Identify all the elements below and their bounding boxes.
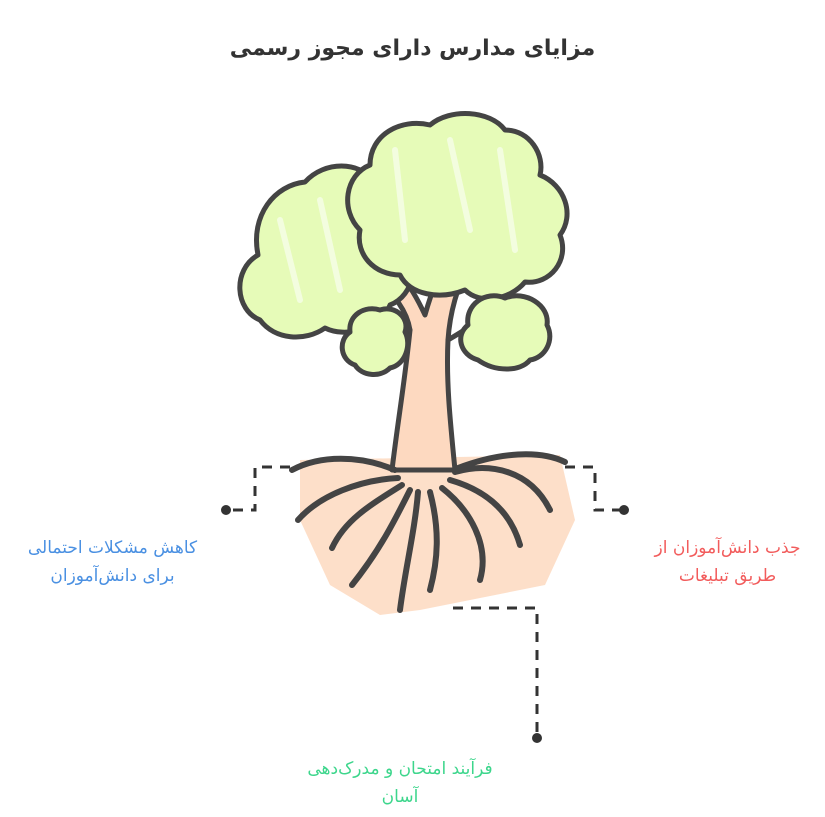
connectors: [228, 465, 622, 738]
tree-foliage: [237, 111, 570, 377]
connector-right-dot: [619, 505, 629, 515]
foliage-top-cloud: [345, 111, 570, 302]
benefit-bottom-line2: آسان: [381, 787, 419, 807]
tree-roots: [289, 451, 568, 613]
benefit-right-label: جذب دانش‌آموزان از طریق تبلیغات: [630, 534, 825, 590]
connector-right: [565, 465, 622, 512]
benefit-right-line2: طریق تبلیغات: [678, 566, 777, 586]
diagram-title: مزایای مدارس دارای مجوز رسمی: [229, 36, 596, 61]
connector-left: [228, 465, 290, 512]
benefit-bottom-label: فرآیند امتحان و مدرک‌دهی آسان: [250, 755, 550, 811]
foliage-hatching: [277, 137, 518, 303]
connector-bottom-dot: [532, 733, 542, 743]
benefit-bottom-line1: فرآیند امتحان و مدرک‌دهی: [307, 759, 493, 779]
benefit-left-label: کاهش مشکلات احتمالی برای دانش‌آموزان: [0, 534, 225, 590]
foliage-small-right-cloud: [458, 293, 553, 372]
connector-dots: [221, 505, 629, 743]
connector-bottom: [453, 606, 539, 738]
connector-left-dot: [221, 505, 231, 515]
benefit-right-line1: جذب دانش‌آموزان از: [654, 538, 801, 558]
benefit-left-line1: کاهش مشکلات احتمالی: [27, 538, 198, 558]
benefit-left-line2: برای دانش‌آموزان: [50, 566, 175, 586]
foliage-small-left-cloud: [339, 306, 411, 377]
